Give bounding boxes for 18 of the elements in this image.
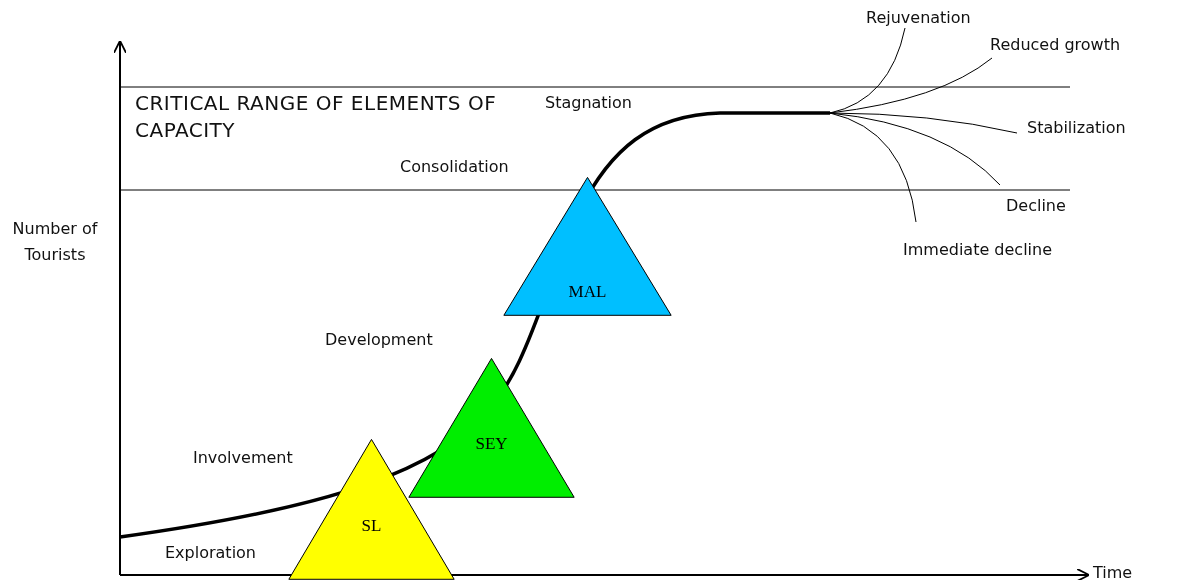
stage-label: Involvement [193,448,293,467]
marker-label: SL [361,516,382,537]
stage-label: Consolidation [400,157,509,176]
stage-label: Reduced growth [990,35,1121,54]
stage-label: Stagnation [545,93,632,112]
triangle-marker [503,176,672,316]
axis-label: Time [1093,563,1133,580]
stage-label: Decline [1006,196,1066,215]
stage-label: Stabilization [1027,118,1126,137]
marker-label: SEY [475,434,508,455]
axis-label: Number of Tourists [11,218,99,266]
stage-label: Development [325,330,433,349]
range-label: CRITICAL RANGE OF ELEMENTS OF CAPACITY [135,90,498,144]
stage-label: Exploration [165,543,256,562]
stage-label: Immediate decline [903,240,1052,259]
stage-label: Rejuvenation [866,8,971,27]
marker-label: MAL [568,282,607,303]
triangle-marker [408,357,575,498]
